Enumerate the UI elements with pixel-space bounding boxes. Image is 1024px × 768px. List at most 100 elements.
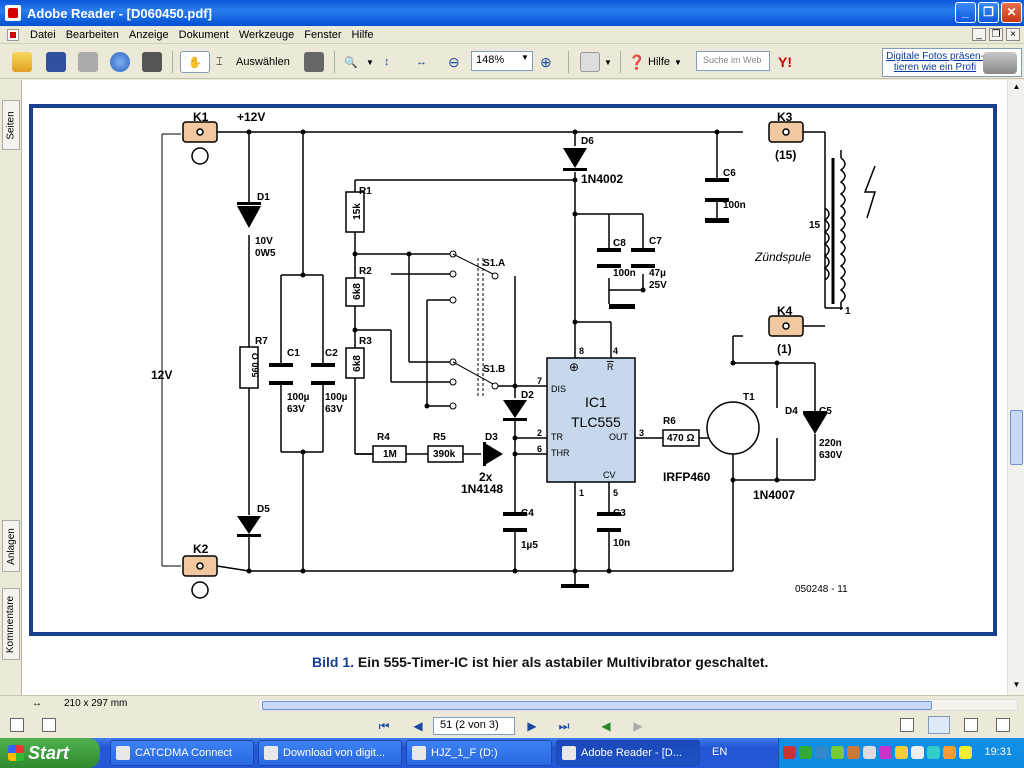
rotate-view-icon[interactable] — [580, 51, 600, 73]
label-12v: 12V — [151, 368, 173, 382]
tray-volume-icon[interactable] — [863, 746, 876, 759]
menu-fenster[interactable]: Fenster — [304, 28, 342, 41]
tray-device-icon[interactable] — [911, 746, 924, 759]
tray-folder-icon[interactable] — [959, 746, 972, 759]
task-explorer[interactable]: HJZ_1_F (D:) — [406, 740, 552, 766]
zoom-dropdown-icon[interactable]: ▼ — [521, 53, 529, 62]
continuous-view-icon[interactable] — [928, 716, 950, 734]
continuous-page-icon[interactable] — [42, 718, 56, 732]
fit-width-icon[interactable]: ↔ — [416, 56, 427, 68]
tray-update-icon[interactable] — [815, 746, 828, 759]
page-size: 210 x 297 mm — [64, 698, 128, 709]
snapshot-icon[interactable] — [304, 51, 324, 73]
label-thr: THR — [551, 448, 570, 458]
vertical-scrollbar[interactable]: ▲ ▼ — [1007, 80, 1024, 695]
facing-view-icon[interactable] — [964, 718, 978, 732]
vertical-scroll-thumb[interactable] — [1010, 410, 1023, 465]
tab-kommentare[interactable]: Kommentare — [2, 588, 20, 660]
start-button[interactable]: Start — [0, 738, 100, 768]
zoom-in-tool-icon[interactable]: 🔍 — [344, 56, 358, 69]
camera-icon — [983, 52, 1017, 74]
tray-media-icon[interactable] — [879, 746, 892, 759]
back-icon[interactable]: ◀ — [601, 719, 611, 733]
first-page-icon[interactable]: ⏮ — [378, 719, 390, 733]
label-s1b: S1.B — [483, 364, 506, 375]
rotate-dropdown-icon[interactable]: ▼ — [604, 57, 612, 67]
label-c4-value: 1µ5 — [521, 540, 538, 551]
zoom-in-icon[interactable]: ⊕ — [540, 53, 552, 70]
help-icon[interactable]: ❓ — [628, 53, 646, 70]
minimize-button[interactable]: _ — [955, 2, 976, 23]
label-t1: T1 — [743, 392, 755, 403]
task-adobe-reader[interactable]: Adobe Reader - [D... — [556, 740, 700, 766]
scroll-up-icon[interactable]: ▲ — [1012, 82, 1021, 91]
doc-restore-icon[interactable]: ❐ — [989, 28, 1003, 41]
task-catcdma[interactable]: CATCDMA Connect — [110, 740, 254, 766]
single-page-view-icon[interactable] — [900, 718, 914, 732]
fit-page-icon[interactable]: ↕ — [384, 56, 390, 68]
page-number-input[interactable]: 51 (2 von 3) — [433, 717, 515, 735]
caption-number: Bild 1. — [312, 654, 355, 670]
next-page-icon[interactable]: ▶ — [527, 719, 537, 733]
open-folder-icon[interactable] — [12, 51, 32, 73]
zoom-input[interactable]: 148% — [471, 51, 533, 71]
task-download[interactable]: Download von digit... — [258, 740, 402, 766]
label-r7-value: 560 Ω — [250, 352, 261, 378]
restore-button[interactable]: ❐ — [978, 2, 999, 23]
label-k4: K4 — [777, 304, 793, 318]
close-button[interactable]: ✕ — [1001, 2, 1022, 23]
label-r6-value: 470 Ω — [667, 433, 695, 444]
document-icon[interactable] — [7, 28, 19, 41]
scroll-down-icon[interactable]: ▼ — [1012, 680, 1021, 689]
tray-alert-icon[interactable] — [895, 746, 908, 759]
label-coil-name: Zündspule — [755, 250, 812, 264]
horizontal-scroll-thumb[interactable] — [262, 701, 932, 710]
menu-hilfe[interactable]: Hilfe — [351, 28, 374, 41]
tray-app-icon[interactable] — [847, 746, 860, 759]
tray-security-icon[interactable] — [799, 746, 812, 759]
horizontal-scrollbar[interactable] — [258, 699, 1018, 711]
continuous-facing-icon[interactable] — [996, 718, 1010, 732]
resize-icon[interactable]: ↔ — [32, 698, 42, 709]
search-input[interactable]: Suche im Web — [696, 51, 770, 71]
doc-minimize-icon[interactable]: _ — [972, 28, 986, 41]
language-indicator[interactable]: EN — [712, 746, 728, 758]
doc-close-icon[interactable]: × — [1006, 28, 1020, 41]
menu-anzeige[interactable]: Anzeige — [128, 28, 169, 41]
label-r3-value: 6k8 — [351, 355, 363, 372]
single-page-icon[interactable] — [10, 718, 24, 732]
ad-text[interactable]: Digitale Fotos präsen-tieren wie ein Pro… — [886, 51, 984, 73]
help-dropdown-icon[interactable]: ▼ — [674, 57, 682, 67]
label-out: OUT — [609, 432, 628, 442]
menu-datei[interactable]: Datei — [30, 28, 56, 41]
figure-caption: Bild 1. Ein 555-Timer-IC ist hier als as… — [312, 654, 768, 670]
binoculars-icon[interactable] — [142, 51, 162, 73]
tray-network-icon[interactable] — [783, 746, 796, 759]
menu-dokument[interactable]: Dokument — [178, 28, 229, 41]
label-tr: TR — [551, 432, 563, 442]
tray-calendar-icon[interactable] — [943, 746, 956, 759]
document-viewport[interactable]: K1 +12V 12V K2 K3 (15) K4 (1) D1 10V 0W5… — [22, 80, 1007, 695]
previous-page-icon[interactable]: ◀ — [413, 719, 423, 733]
save-icon[interactable] — [46, 51, 66, 73]
menu-bearbeiten[interactable]: Bearbeiten — [65, 28, 119, 41]
ad-banner[interactable]: Digitale Fotos präsen-tieren wie ein Pro… — [882, 48, 1022, 77]
tray-sync-icon[interactable] — [927, 746, 940, 759]
label-pin3: 3 — [639, 428, 645, 438]
hand-tool-icon[interactable]: ✋ — [180, 51, 210, 73]
label-d6-part: 1N4002 — [581, 172, 624, 186]
yahoo-icon[interactable]: Y! — [778, 54, 792, 70]
select-tool-icon[interactable]: ⌶ — [216, 55, 223, 68]
email-icon[interactable] — [110, 51, 130, 73]
forward-icon[interactable]: ▶ — [633, 719, 643, 733]
help-button[interactable]: Hilfe — [648, 56, 671, 68]
tab-anlagen[interactable]: Anlagen — [2, 520, 20, 572]
select-tool-label[interactable]: Auswählen — [236, 56, 290, 68]
tab-seiten[interactable]: Seiten — [2, 100, 20, 150]
zoom-out-icon[interactable]: ⊖ — [448, 53, 460, 70]
zoom-tool-dropdown-icon[interactable]: ▼ — [366, 57, 374, 67]
print-icon[interactable] — [78, 51, 98, 73]
tray-messenger-icon[interactable] — [831, 746, 844, 759]
last-page-icon[interactable]: ⏭ — [558, 719, 570, 733]
menu-werkzeuge[interactable]: Werkzeuge — [238, 28, 295, 41]
